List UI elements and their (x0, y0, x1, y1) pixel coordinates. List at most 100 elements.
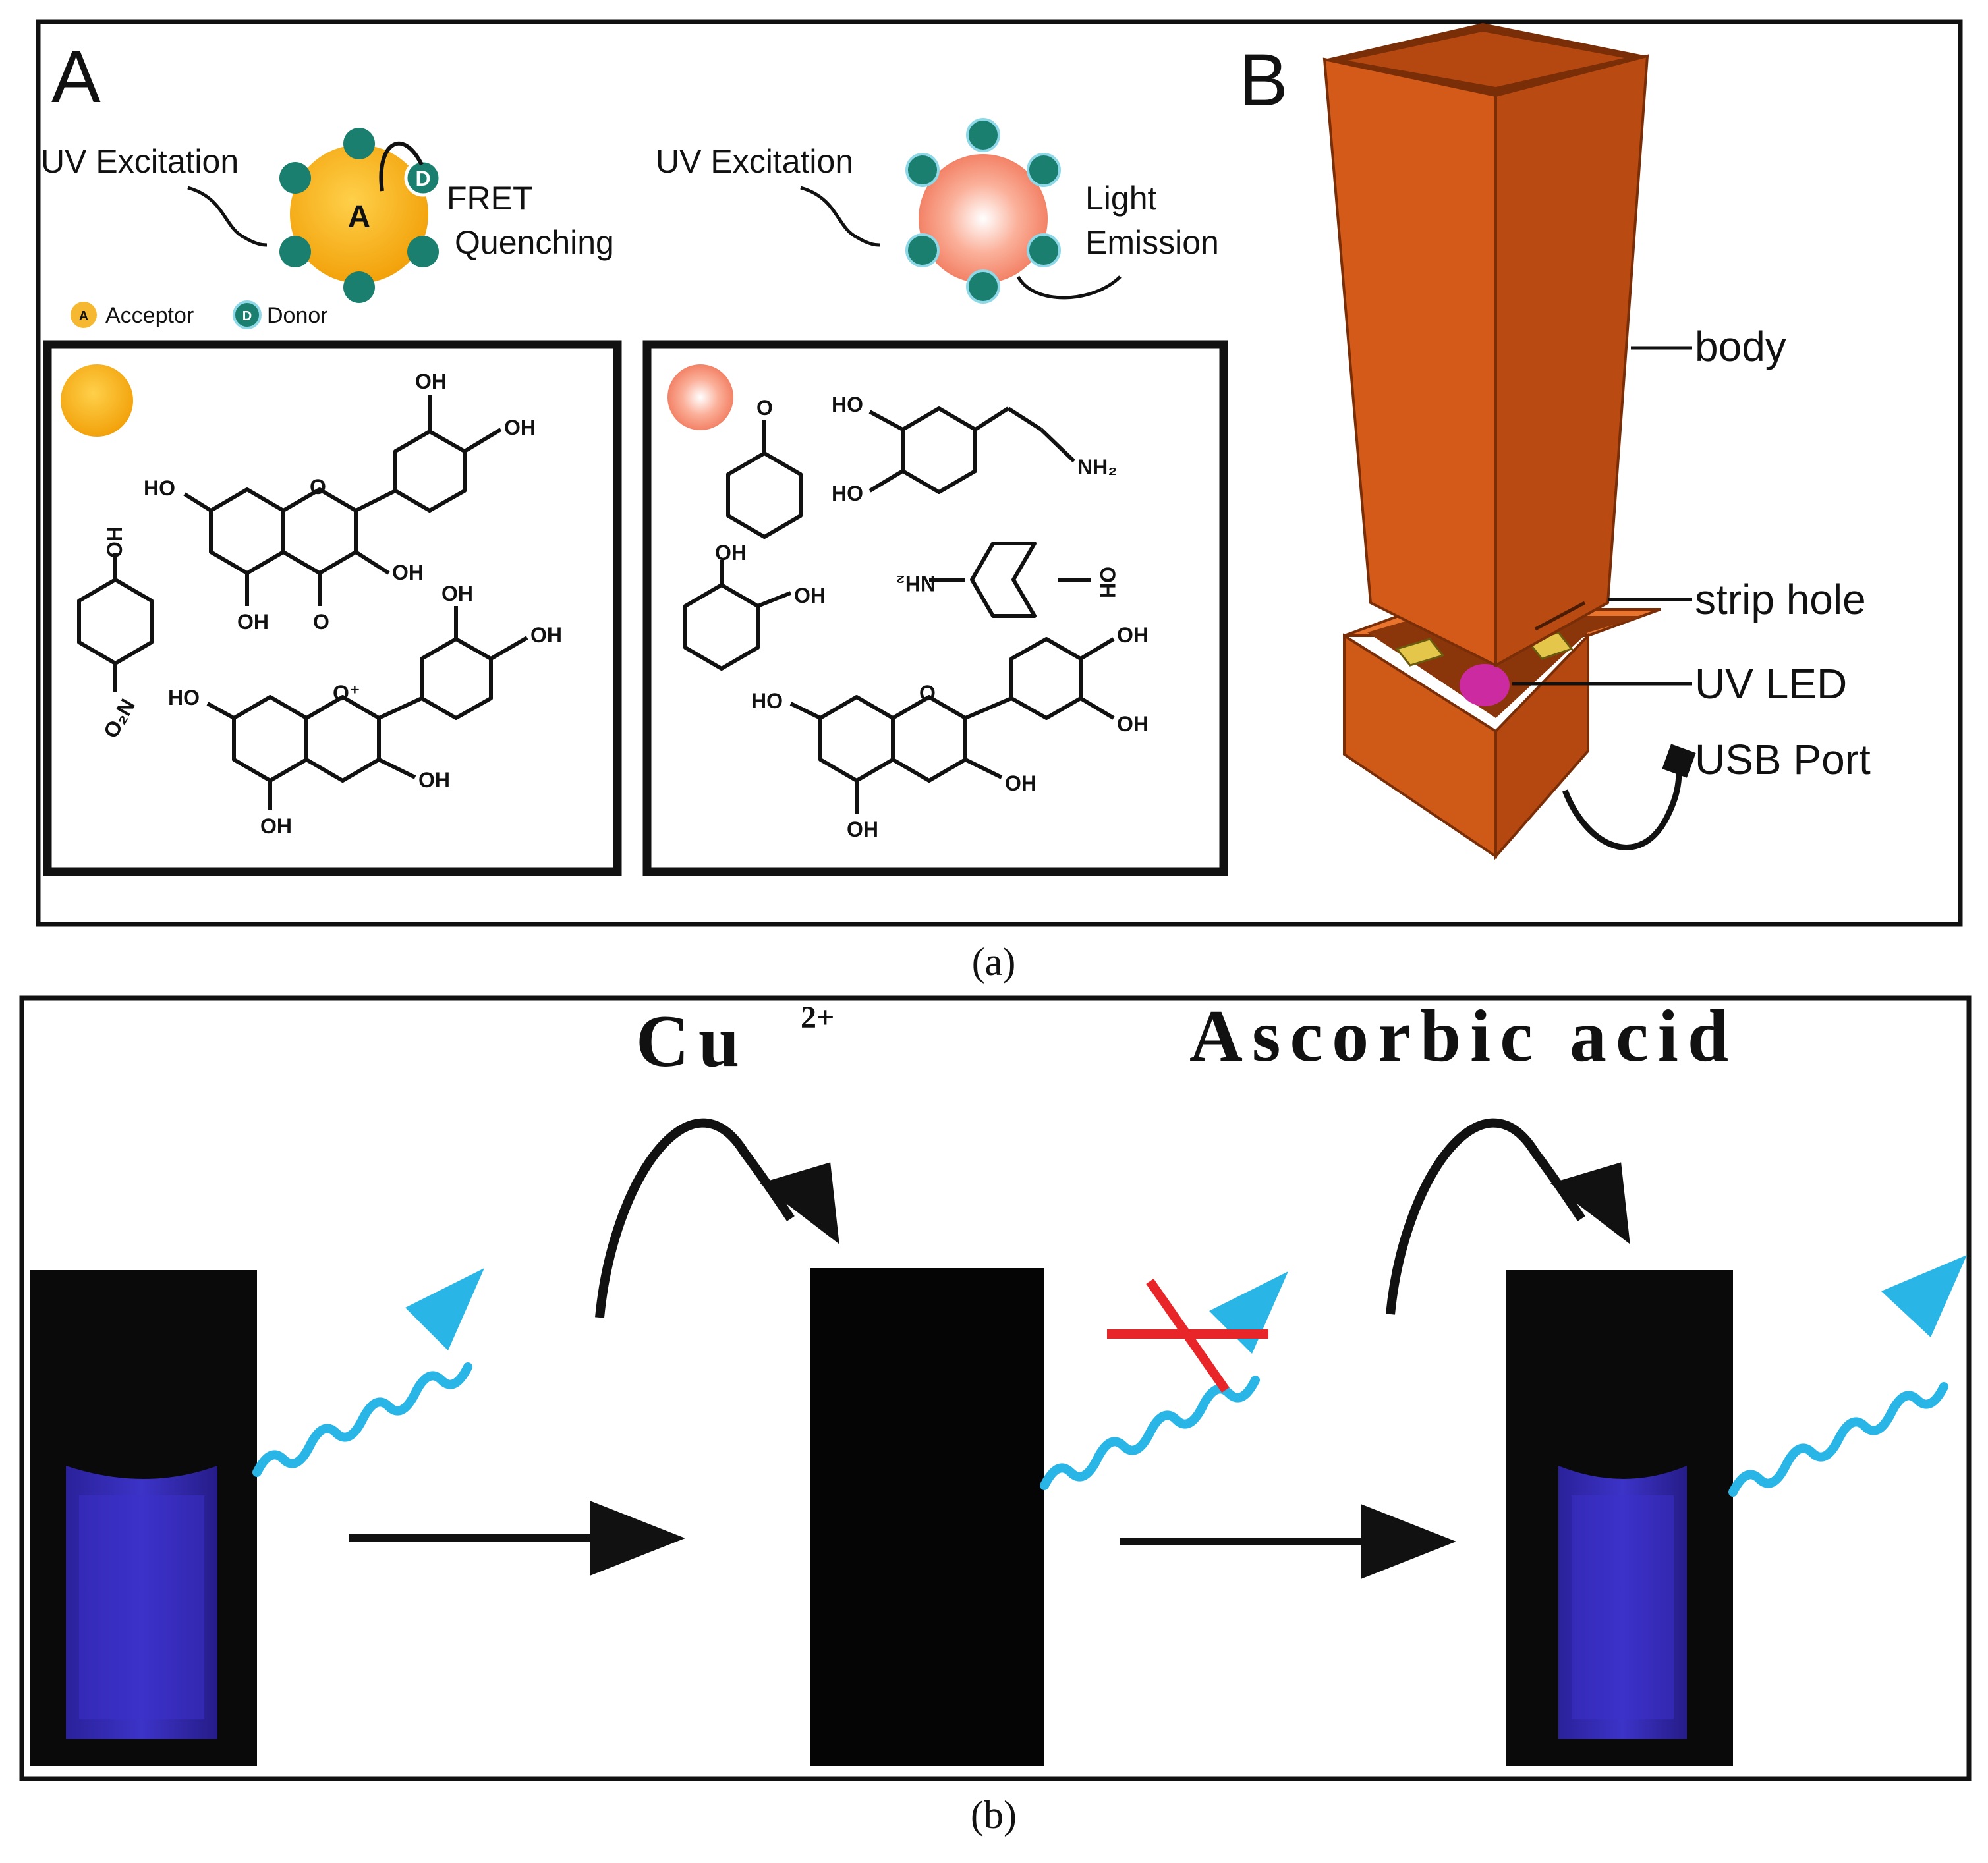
donor-legend-icon (233, 300, 262, 329)
reagent-arrow-cu (595, 1118, 839, 1318)
quenching-label: Quenching (455, 224, 614, 261)
svg-text:OH: OH (1117, 712, 1149, 736)
subcaption-b: (b) (971, 1793, 1017, 1837)
uv-led-label: UV LED (1695, 660, 1847, 708)
usb-plug (1662, 744, 1696, 778)
donor-dot (279, 162, 311, 194)
usb-port-label: USB Port (1695, 736, 1871, 783)
device-body-front (1322, 57, 1497, 668)
emitter-particle (919, 154, 1048, 283)
subcaption-a: (a) (972, 940, 1016, 984)
blocked-cross-line (1146, 1278, 1230, 1393)
svg-text:O: O (310, 475, 326, 499)
light-label: Light (1085, 180, 1157, 217)
legend: A Acceptor D Donor (71, 300, 328, 329)
acceptor-legend-letter: A (79, 309, 88, 323)
svg-text:OH: OH (847, 818, 878, 841)
dopamine-structure: HO HO NH₂ (832, 393, 1117, 505)
vial-solution-glow (1572, 1495, 1674, 1719)
svg-text:O⁺: O⁺ (333, 681, 360, 705)
svg-text:HO: HO (832, 393, 863, 416)
vial-quenched (810, 1268, 1044, 1766)
vial-solution-glow (79, 1495, 204, 1719)
svg-text:O: O (756, 396, 773, 420)
quencher-structures-box: OH OH HO O OH OH O OH O₂N OH (43, 340, 622, 876)
donor-dot (1027, 153, 1061, 187)
catechol-structure: OH OH (683, 541, 826, 671)
acceptor-particle (290, 145, 428, 283)
svg-text:OH: OH (794, 584, 826, 607)
quencher-box-frame (43, 340, 622, 876)
acceptor-legend-label: Acceptor (105, 303, 194, 328)
device-base-side (1494, 632, 1589, 860)
svg-text:OH: OH (415, 370, 447, 393)
aminophenol-structure: NH₂ OH (896, 542, 1120, 618)
strip-hole-label: strip hole (1695, 576, 1866, 623)
svg-text:HO: HO (168, 686, 200, 709)
emission-wave-initial (252, 1268, 484, 1477)
process-arrow-1 (349, 1501, 685, 1576)
svg-text:OH: OH (441, 582, 473, 605)
panel-a-letter: A (51, 36, 101, 118)
emitter-structures-box: O HO HO NH₂ OH OH NH₂ OH (642, 340, 1228, 876)
contact-pad (1395, 638, 1445, 667)
vial-fluorescent-initial (30, 1270, 257, 1766)
donor-dot (905, 153, 940, 187)
flavonol-structure: OH OH HO O OH OH O (144, 370, 536, 634)
emitter-particle-icon (667, 364, 733, 430)
svg-text:O: O (919, 681, 936, 705)
reagent-cu-label: Cu (636, 1001, 749, 1082)
emission-wave-restored (1728, 1255, 1967, 1497)
acceptor-legend-icon (71, 302, 97, 328)
svg-text:O: O (313, 610, 329, 634)
panel-a-frame (36, 19, 1963, 927)
process-arrow-2 (1120, 1504, 1456, 1579)
donor-dot (343, 128, 375, 159)
device-body-side (1494, 54, 1649, 668)
usb-cable (1562, 770, 1682, 850)
fret-quenching-diagram: UV Excitation D A FRET Quenching (41, 128, 614, 303)
reagent-ascorbic-acid-label: Ascorbic acid (1189, 995, 1738, 1077)
donor-dot (966, 269, 1000, 304)
uv-led (1460, 664, 1510, 706)
reagent-cu-charge: 2+ (801, 1000, 834, 1035)
panel-b-letter: B (1239, 39, 1288, 121)
emission-squiggle (1016, 275, 1122, 300)
donor-dot (343, 271, 375, 303)
phenol-structure: O (726, 396, 803, 539)
svg-text:OH: OH (1005, 771, 1037, 795)
strip-hole (1534, 601, 1586, 631)
donor-dot (905, 233, 940, 267)
svg-text:NH₂: NH₂ (896, 572, 936, 596)
device-base-inner (1367, 616, 1644, 718)
device-body-opening (1348, 32, 1624, 87)
uv-excitation-label-left: UV Excitation (41, 143, 239, 180)
panel-b-frame (19, 995, 1972, 1781)
acceptor-center-letter: A (348, 200, 371, 235)
svg-text:HO: HO (751, 689, 783, 713)
blocked-emission-wave (1040, 1271, 1288, 1490)
fret-label: FRET (447, 180, 533, 217)
svg-text:OH: OH (392, 561, 424, 584)
donor-letter: D (415, 167, 430, 190)
acceptor-particle-icon (61, 364, 133, 437)
nitrophenol-structure: OH O₂N (77, 526, 154, 742)
svg-text:OH: OH (1117, 623, 1149, 647)
uv-device-illustration: body strip hole UV LED USB Port (1322, 23, 1871, 860)
reagent-arrow-ascorbic (1386, 1118, 1630, 1315)
emission-label: Emission (1085, 224, 1219, 261)
epicatechin-structure: HO O OH OH OH OH (751, 623, 1149, 841)
svg-text:OH: OH (418, 768, 450, 792)
excitation-squiggle-left (187, 186, 268, 247)
donor-dot-labelled (404, 159, 442, 197)
svg-text:HO: HO (832, 482, 863, 505)
energy-transfer-arrow (379, 141, 424, 192)
body-label: body (1695, 323, 1786, 370)
vial-fluorescent-restored (1506, 1270, 1733, 1766)
svg-text:NH₂: NH₂ (1077, 455, 1117, 479)
uv-excitation-label-right: UV Excitation (656, 143, 853, 180)
svg-text:OH: OH (237, 610, 269, 634)
donor-legend-letter: D (242, 309, 252, 323)
svg-text:OH: OH (1096, 567, 1120, 598)
